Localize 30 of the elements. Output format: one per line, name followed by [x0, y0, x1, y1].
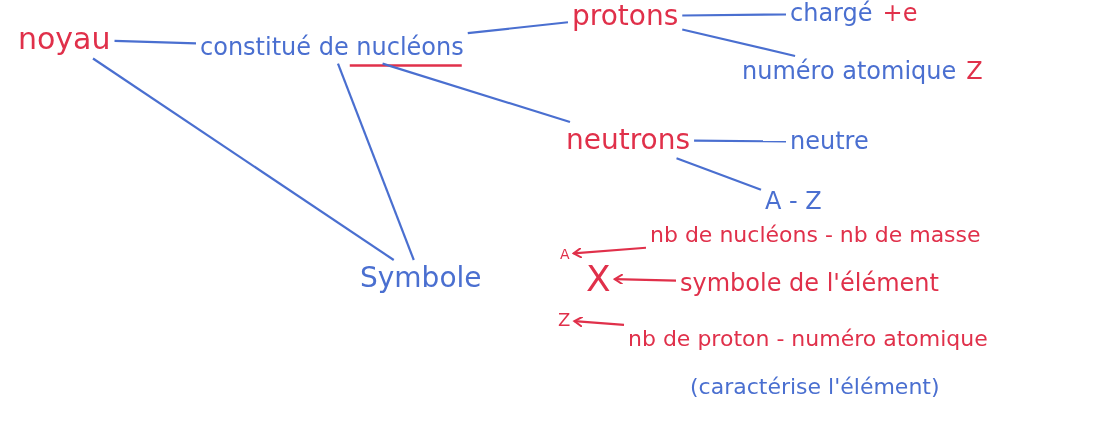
connector-line — [676, 157, 762, 191]
connector-line — [694, 139, 786, 143]
concept-word: neutrons — [566, 124, 691, 157]
concept-word: neutre — [790, 128, 869, 156]
mass-number: A — [560, 246, 570, 263]
highlight-text: Z — [966, 58, 983, 86]
note-text: (caractérise l'élément) — [690, 374, 940, 400]
connector-line — [682, 28, 796, 58]
concept-word: noyau — [18, 22, 111, 57]
connector-line — [382, 62, 571, 124]
highlight-text: +e — [882, 0, 918, 28]
element-symbol: X — [586, 258, 611, 300]
connector-line — [682, 13, 786, 17]
note-text: nb de nucléons - nb de masse — [650, 222, 981, 248]
concept-word: Symbole — [360, 262, 482, 295]
note-text: nb de proton - numéro atomique — [628, 326, 988, 352]
note-text: symbole de l'élément — [680, 270, 939, 298]
connector-line — [336, 63, 415, 261]
concept-word: protons — [572, 0, 679, 33]
arrow — [613, 273, 677, 286]
concept-phrase: constitué de nucléons — [200, 34, 464, 62]
arrow — [573, 315, 625, 328]
atomic-number: Z — [558, 310, 571, 331]
connector-line — [114, 39, 197, 45]
connector-line — [92, 57, 395, 261]
formula-text: A - Z — [765, 188, 822, 216]
concept-phrase: chargé — [790, 0, 873, 28]
arrow — [572, 246, 647, 259]
connector-line — [467, 21, 569, 35]
concept-phrase: numéro atomique — [742, 58, 957, 86]
